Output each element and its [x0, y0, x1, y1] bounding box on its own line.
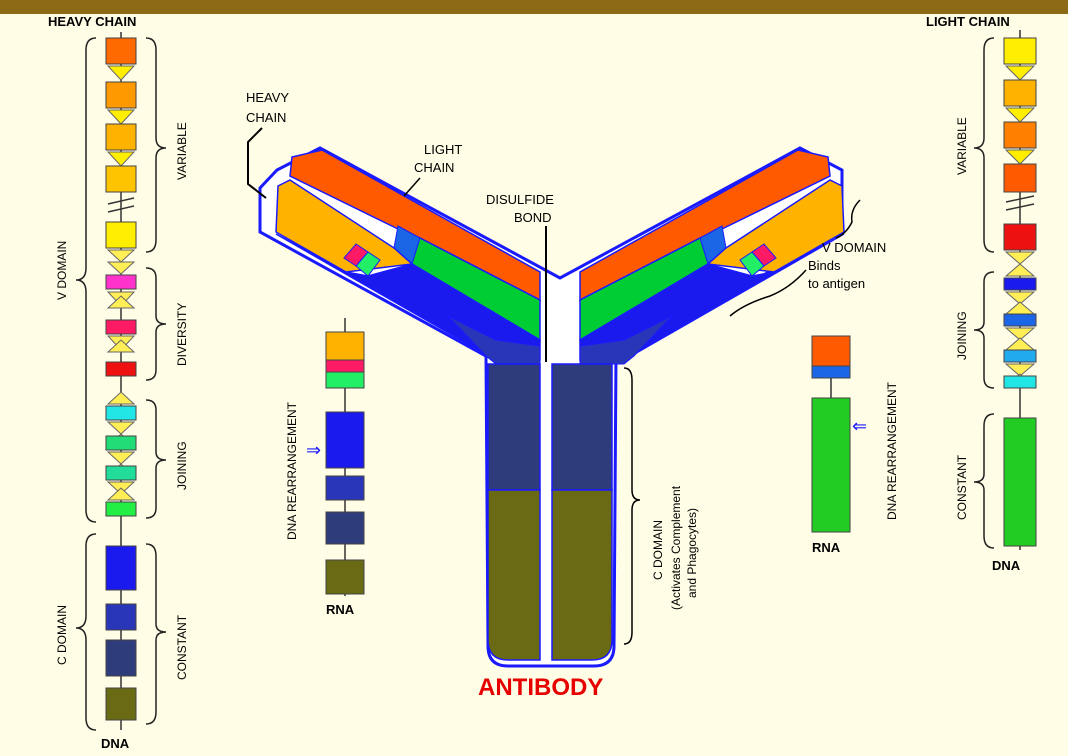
- antibody-c-domain-label-line2: (Activates Complement: [669, 485, 683, 610]
- joining-label: JOINING: [175, 441, 189, 490]
- heavy-joining-segment: [106, 436, 136, 450]
- light-chain-label-line2: CHAIN: [414, 160, 454, 175]
- heavy-rna-label: RNA: [326, 602, 355, 617]
- heavy-diversity-segment: [106, 320, 136, 334]
- heavy-constant-segment: [106, 604, 136, 630]
- disulfide-label-line2: BOND: [514, 210, 552, 225]
- light-joining-segment: [1004, 278, 1036, 290]
- light-rearrangement-arrow-icon: ⇐: [852, 416, 867, 436]
- heavy-rna-joining: [326, 372, 364, 388]
- light-joining-segment: [1004, 314, 1036, 326]
- light-rna-constant: [812, 398, 850, 532]
- heavy-joining-segment: [106, 502, 136, 516]
- heavy-chain-label-line2: CHAIN: [246, 110, 286, 125]
- heavy-joining-segment: [106, 406, 136, 420]
- heavy-chain-dna-title: HEAVY CHAIN: [48, 14, 136, 29]
- heavy-chain-label-line1: HEAVY: [246, 90, 289, 105]
- light-constant-segment: [1004, 418, 1036, 546]
- heavy-joining-segment: [106, 466, 136, 480]
- heavy-constant-segment: [106, 688, 136, 720]
- right-stem-constant-2: [552, 364, 612, 490]
- antibody-c-domain-label-line1: C DOMAIN: [651, 520, 665, 580]
- disulfide-label-line1: DISULFIDE: [486, 192, 554, 207]
- heavy-rearrangement-arrow-icon: ⇒: [306, 440, 321, 460]
- right-stem-constant-3: [552, 490, 612, 660]
- light-joining-segment: [1004, 376, 1036, 388]
- heavy-variable-segment: [106, 124, 136, 150]
- heavy-constant-segment: [106, 546, 136, 590]
- light-chain-label-line1: LIGHT: [424, 142, 462, 157]
- heavy-rna-diversity: [326, 360, 364, 372]
- left-stem-constant-3: [488, 490, 540, 660]
- light-chain-dna-title: LIGHT CHAIN: [926, 14, 1010, 29]
- antibody-c-domain-label-line3: and Phagocytes): [685, 508, 699, 598]
- heavy-diversity-segment: [106, 275, 136, 289]
- light-variable-segment: [1004, 122, 1036, 148]
- antibody-v-domain-label-line1: V DOMAIN: [822, 240, 886, 255]
- heavy-constant-segment: [106, 640, 136, 676]
- heavy-variable-segment: [106, 166, 136, 192]
- light-variable-segment: [1004, 80, 1036, 106]
- v-domain-label: V DOMAIN: [55, 241, 69, 300]
- antibody-title: ANTIBODY: [478, 674, 603, 701]
- antibody-v-domain-label-line3: to antigen: [808, 276, 865, 291]
- left-stem-constant-2: [488, 364, 540, 490]
- light-variable-segment: [1004, 164, 1036, 192]
- heavy-variable-segment: [106, 82, 136, 108]
- antibody-v-domain-label-line2: Binds: [808, 258, 841, 273]
- heavy-diversity-segment: [106, 362, 136, 376]
- heavy-rna-constant: [326, 560, 364, 594]
- light-constant-label: CONSTANT: [955, 454, 969, 520]
- diversity-label: DIVERSITY: [175, 303, 189, 366]
- heavy-rna-constant: [326, 512, 364, 544]
- heavy-rna-constant: [326, 412, 364, 468]
- heavy-dna-label: DNA: [101, 736, 130, 751]
- variable-label: VARIABLE: [175, 122, 189, 180]
- constant-label: CONSTANT: [175, 614, 189, 680]
- heavy-rna-constant: [326, 476, 364, 500]
- light-rna-variable: [812, 336, 850, 366]
- light-joining-label: JOINING: [955, 311, 969, 360]
- heavy-variable-segment: [106, 222, 136, 248]
- light-variable-segment: [1004, 224, 1036, 250]
- c-domain-label: C DOMAIN: [55, 605, 69, 665]
- heavy-rna-variable: [326, 332, 364, 360]
- light-joining-segment: [1004, 350, 1036, 362]
- light-rearrangement-label: DNA REARRANGEMENT: [885, 381, 899, 520]
- light-dna-label: DNA: [992, 558, 1021, 573]
- heavy-rearrangement-label: DNA REARRANGEMENT: [285, 401, 299, 540]
- light-variable-segment: [1004, 38, 1036, 64]
- heavy-variable-segment: [106, 38, 136, 64]
- light-variable-label: VARIABLE: [955, 117, 969, 175]
- light-rna-joining: [812, 366, 850, 378]
- light-rna-label: RNA: [812, 540, 841, 555]
